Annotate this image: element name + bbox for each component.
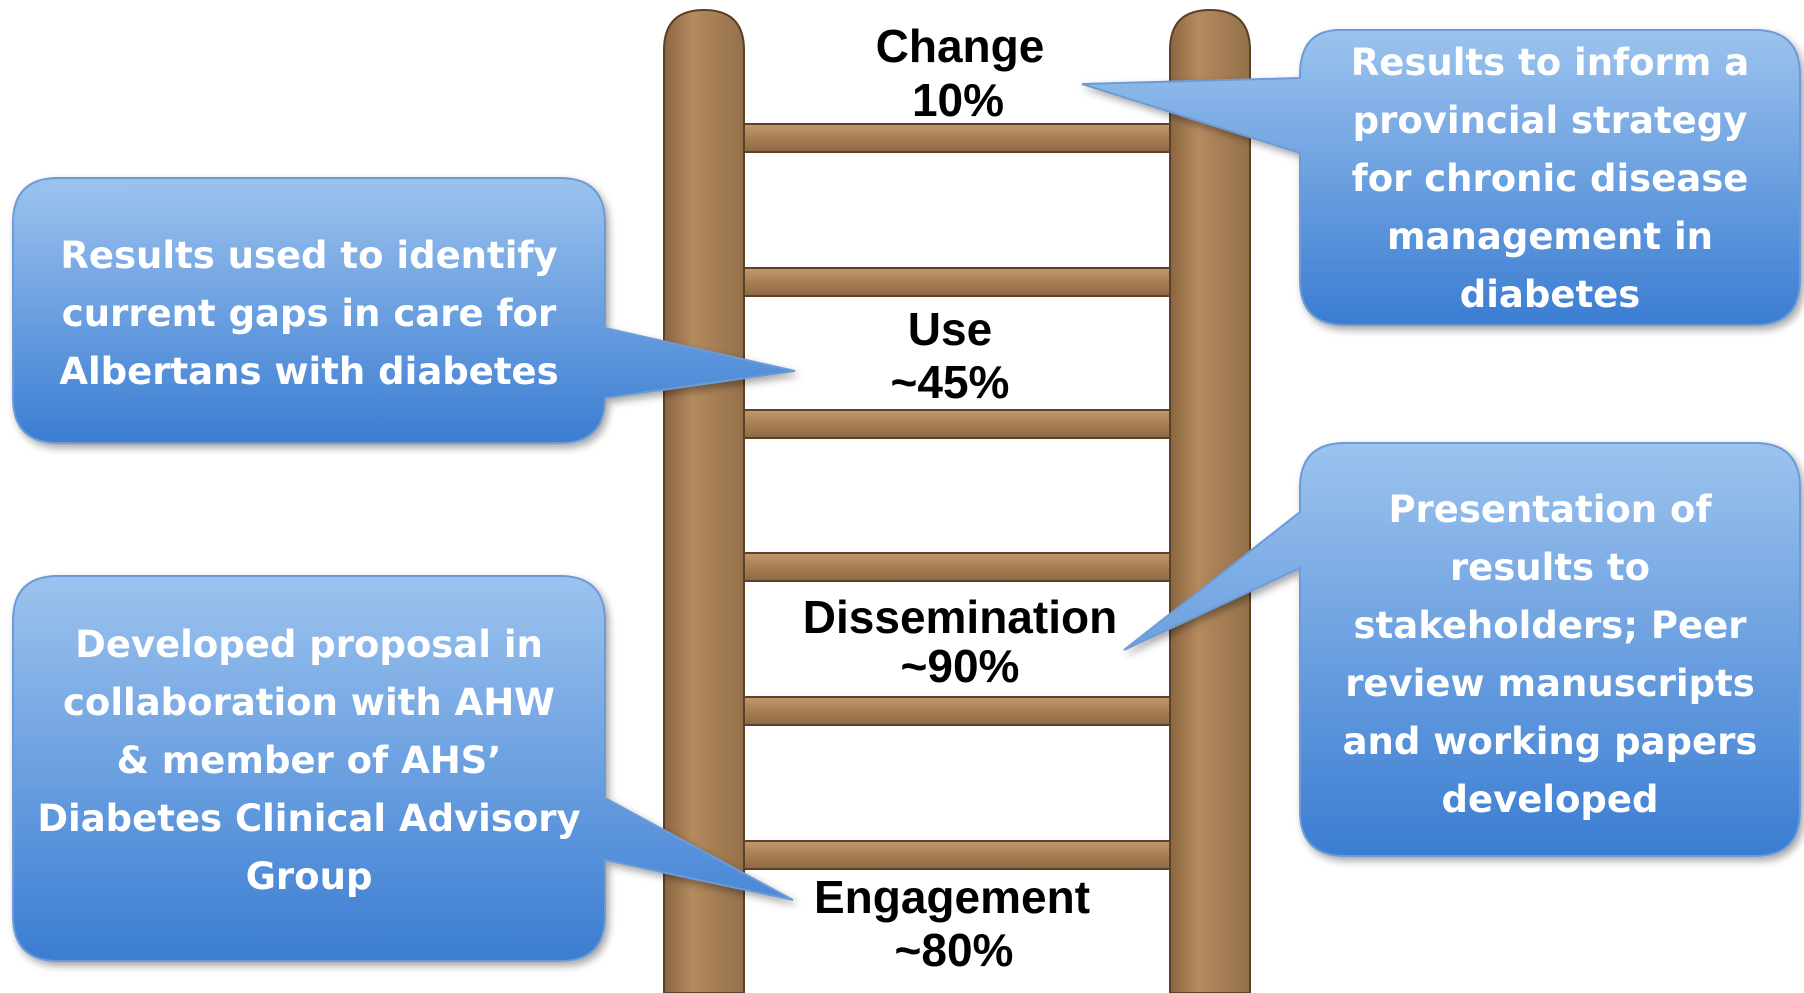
callout-dissemination-line: review manuscripts	[1345, 662, 1755, 705]
callout-engagement-line: Developed proposal in	[75, 623, 543, 666]
callout-dissemination-bubble	[1123, 442, 1801, 857]
ladder-rung	[739, 840, 1173, 870]
callout-use-line: current gaps in care for	[61, 292, 557, 335]
callout-dissemination-line: results to	[1449, 546, 1651, 589]
callout-change-line: for chronic disease	[1351, 157, 1749, 200]
callout-change-bubble	[1081, 29, 1801, 326]
callout-use-line: Albertans with diabetes	[59, 350, 559, 393]
ladder-right-rail	[1169, 8, 1251, 993]
ladder-left-rail	[663, 8, 745, 993]
callout-change-line: Results to inform a	[1350, 41, 1750, 84]
callout-change-text: Results to inform a provincial strategy …	[1300, 34, 1800, 324]
callout-use-bubble	[12, 177, 796, 444]
ladder-rung	[739, 123, 1173, 153]
rung-dissemination-label: Dissemination	[803, 591, 1117, 643]
ladder-rung	[739, 409, 1173, 439]
ladder-rungs	[739, 123, 1173, 870]
ladder-rung	[739, 552, 1173, 582]
callout-change-line: provincial strategy	[1352, 99, 1748, 142]
callout-engagement-line: & member of AHS’	[116, 739, 502, 782]
rung-change-value: 10%	[912, 74, 1004, 126]
callout-dissemination-line: developed	[1441, 778, 1659, 821]
callout-use-text: Results used to identify current gaps in…	[13, 194, 605, 434]
rung-change-label: Change	[876, 20, 1045, 72]
callout-engagement-text: Developed proposal in collaboration with…	[13, 580, 605, 942]
rung-use-value: ~45%	[891, 356, 1010, 408]
ladder-rung	[739, 696, 1173, 726]
callout-dissemination-line: stakeholders; Peer	[1353, 604, 1747, 647]
callout-use-line: Results used to identify	[60, 234, 558, 277]
rung-dissemination-value: ~90%	[901, 640, 1020, 692]
callout-dissemination-line: Presentation of	[1388, 488, 1712, 531]
callout-change-line: diabetes	[1459, 273, 1641, 316]
rung-engagement-label: Engagement	[814, 871, 1090, 923]
callout-dissemination-text: Presentation of results to stakeholders;…	[1300, 456, 1800, 854]
callout-engagement-line: Group	[245, 855, 373, 898]
callout-engagement-line: Diabetes Clinical Advisory	[37, 797, 581, 840]
callout-dissemination-line: and working papers	[1342, 720, 1758, 763]
callout-engagement-line: collaboration with AHW	[62, 681, 555, 724]
rung-engagement-value: ~80%	[895, 924, 1014, 976]
callout-engagement-bubble	[12, 575, 794, 962]
rung-use-label: Use	[908, 303, 992, 355]
ladder-rung	[739, 267, 1173, 297]
callout-change-line: management in	[1387, 215, 1713, 258]
